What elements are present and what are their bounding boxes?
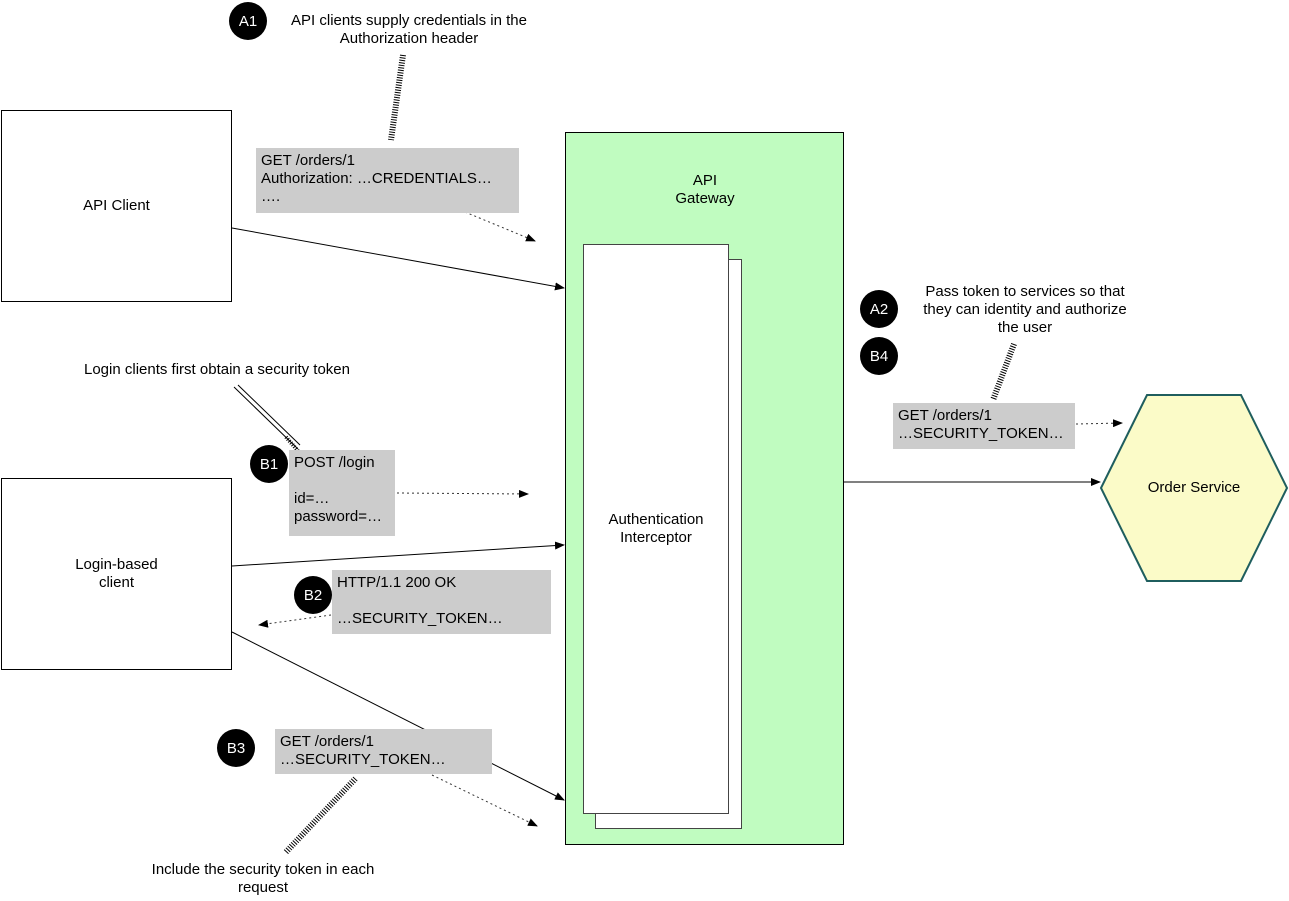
a1-note: API clients supply credentials in the Au… <box>291 12 527 47</box>
a2-badge: A2 <box>860 290 898 328</box>
b2-badge: B2 <box>294 576 332 614</box>
a1-badge: A1 <box>229 2 267 40</box>
interceptor-sheet-front <box>583 244 729 814</box>
order-service-hexagon <box>1099 394 1289 582</box>
b3-badge: B3 <box>217 729 255 767</box>
api-client-label: API Client <box>83 197 150 214</box>
login-client-to-gateway-arrow <box>231 541 565 567</box>
login-client-box: Login-based client <box>1 478 232 670</box>
b1-note: Login clients first obtain a security to… <box>84 361 350 378</box>
a2-note: Pass token to services so that they can … <box>923 283 1127 336</box>
a2-message-box: GET /orders/1 …SECURITY_TOKEN… <box>893 403 1075 449</box>
a1-callout <box>388 54 406 141</box>
b1-message-box: POST /login id=… password=… <box>289 450 395 536</box>
a1-message-box: GET /orders/1 Authorization: …CREDENTIAL… <box>256 148 519 213</box>
a2-dotted-arrow <box>1075 419 1123 428</box>
b4-badge: B4 <box>860 337 898 375</box>
login-client-request-arrow <box>231 631 565 801</box>
api-client-to-gateway-arrow <box>231 227 565 291</box>
api-client-box: API Client <box>1 110 232 302</box>
b1-callout <box>233 384 301 453</box>
a1-dotted-arrow <box>464 211 536 242</box>
b3-dotted-arrow <box>431 774 538 827</box>
login-client-label: Login-based client <box>75 556 158 591</box>
b1-badge: B1 <box>250 445 288 483</box>
b1-dotted-arrow <box>396 489 529 498</box>
b3-message-box: GET /orders/1 …SECURITY_TOKEN… <box>275 729 492 774</box>
api-gateway-label: API Gateway <box>675 172 735 207</box>
a2-callout <box>990 342 1017 402</box>
order-service-label: Order Service <box>1147 479 1241 496</box>
authentication-interceptor-label: Authentication Interceptor <box>608 511 704 546</box>
b2-message-box: HTTP/1.1 200 OK …SECURITY_TOKEN… <box>332 570 551 634</box>
b2-dotted-arrow <box>258 614 332 628</box>
b3-note: Include the security token in each reque… <box>151 861 375 896</box>
b3-callout <box>283 775 359 855</box>
